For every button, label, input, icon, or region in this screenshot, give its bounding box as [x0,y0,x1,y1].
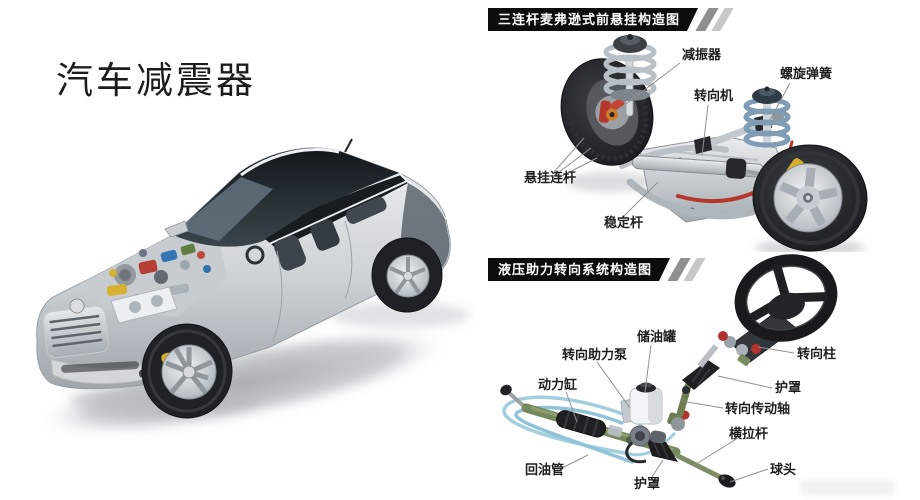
leader-stabilizer [621,181,659,219]
steering-header-bar: 液压助力转向系统构造图 [488,258,670,281]
power-cylinder-part [556,410,607,438]
door-seam [272,250,283,342]
label-return-pipe: 回油管 [525,462,565,477]
label-tie-rod: 横拉杆 [729,426,769,441]
label-boot-upper: 护罩 [775,380,802,395]
leader-ball-joint [729,468,769,483]
label-suspension-links: 悬挂连杆 [524,170,577,185]
leader-susp-link-3 [553,157,598,181]
leader-column [757,346,795,354]
leader-steering-gear [701,104,709,157]
leader-boot-upper [717,375,773,389]
suspension-header: 三连杆麦弗逊式前悬挂构造图 [488,8,734,31]
beltline-chrome [266,180,408,246]
suspension-illustration [553,34,868,252]
rack-boot [725,158,747,179]
door-seam-rear [344,220,353,300]
leader-boot-lower [651,459,664,478]
leader-pump [596,361,631,409]
leader-shock-absorber [625,62,681,105]
shock-absorber-part [603,34,657,117]
reservoir-part [620,382,663,425]
interior-seats [245,196,387,271]
label-boot-lower: 护罩 [634,476,661,491]
car-cutaway-illustration [36,138,470,437]
leader-susp-link-1 [553,137,585,173]
steering-illustration [500,254,838,488]
boot-upper-part [682,360,720,390]
label-steering-column: 转向柱 [797,346,837,361]
leader-coil-spring [769,82,791,121]
front-wheel [141,323,233,419]
label-shock-absorber: 减振器 [682,47,722,62]
label-coil-spring: 螺旋弹簧 [780,66,833,81]
label-stabilizer-bar: 稳定杆 [604,215,644,230]
leader-tie-rod [692,437,739,467]
right-wheel [752,144,868,252]
engine-bay-cutaway [81,235,227,317]
label-steering-drive-shaft: 转向传动轴 [725,401,791,416]
label-oil-reservoir: 储油罐 [637,329,677,344]
leader-lines [559,344,795,483]
steering-diagram-section: 液压助力转向系统构造图 储油罐 转向助力泵 转向柱 动力缸 护罩 转向传动轴 横… [480,250,920,500]
label-ball-joint: 球头 [770,462,797,477]
pump-part [625,425,667,464]
leader-susp-link-2 [553,147,592,177]
label-power-steering-pump: 转向助力泵 [562,347,628,362]
side-mirror [164,220,189,238]
left-tie-rod [500,384,528,410]
rear-wheel [371,237,443,313]
windshield [178,177,273,241]
leader-drive-shaft [686,401,724,409]
steering-header: 液压助力转向系统构造图 [488,258,706,281]
headlight [110,286,178,324]
leader-return-pipe [559,454,589,470]
car-cutaway-panel [15,125,475,455]
coil-spring-part [743,86,791,148]
watermark-remnant [800,480,895,495]
suspension-header-bar: 三连杆麦弗逊式前悬挂构造图 [488,8,698,31]
right-tie-rod [675,453,736,488]
leader-power-cylinder [565,391,578,423]
leader-reservoir [644,344,652,393]
steering-wheel [734,254,838,342]
suspension-diagram-section: 三连杆麦弗逊式前悬挂构造图 减振器 螺旋弹簧 转向机 悬挂连杆 稳定杆 [480,0,920,252]
a-pillar-chrome [240,148,340,177]
label-steering-gear: 转向机 [694,88,734,103]
label-power-cylinder: 动力缸 [538,377,578,392]
steering-shaft-part [676,344,720,418]
leader-lines [553,62,791,219]
page-title: 汽车减震器 [56,60,256,101]
badge [69,298,85,314]
antenna [344,138,353,153]
